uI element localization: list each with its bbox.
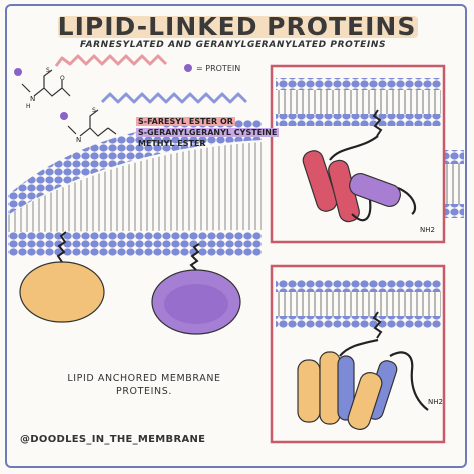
geranylgeranyl-structure: N S (60, 92, 248, 144)
page-subtitle: FARNESYLATED AND GERANYLGERANYLATED PROT… (80, 40, 387, 50)
purple-anchored-protein (151, 243, 241, 335)
caption-line-1: LIPID ANCHORED MEMBRANE (67, 373, 221, 384)
farnesyl-ester-label: S-FARESYL ESTER OR (136, 117, 235, 126)
farnesyl-structure: N H S O (14, 54, 168, 110)
caption-line-2: PROTEINS. (116, 386, 172, 397)
svg-text:N: N (76, 136, 81, 144)
page-title: LIPID-LINKED PROTEINS (57, 12, 417, 41)
page-frame (5, 4, 467, 468)
protein-legend-label: = PROTEIN (196, 64, 241, 73)
ester-label: S-FARESYL ESTER OR S-GERANYLGERANYL CYST… (136, 116, 286, 149)
geranylgeranyl-label: S-GERANYLGERANYL CYSTEINE (136, 128, 280, 137)
author-credit: @DOODLES_IN_THE_MEMBRANE (20, 434, 206, 445)
svg-text:O: O (60, 75, 65, 82)
bottom-panel-nh2-label: NH2 (428, 398, 443, 406)
diagram-caption: LIPID ANCHORED MEMBRANE PROTEINS. (44, 372, 244, 398)
lower-lipid-heads (8, 232, 262, 256)
yellow-anchored-protein (19, 231, 105, 323)
bottom-detail-panel (270, 264, 446, 444)
cell-membrane (8, 120, 464, 256)
protein-legend-dot (184, 64, 192, 72)
top-panel-nh2-label: NH2 (420, 226, 435, 234)
svg-text:S: S (46, 67, 50, 74)
methyl-ester-label: METHYL ESTER (138, 139, 206, 148)
lipid-tails (8, 142, 262, 232)
top-detail-panel (270, 64, 446, 244)
svg-text:S: S (92, 107, 96, 114)
title-highlight (58, 16, 418, 38)
upper-lipid-heads (8, 120, 262, 215)
svg-text:H: H (26, 103, 31, 110)
svg-text:N: N (30, 95, 35, 103)
